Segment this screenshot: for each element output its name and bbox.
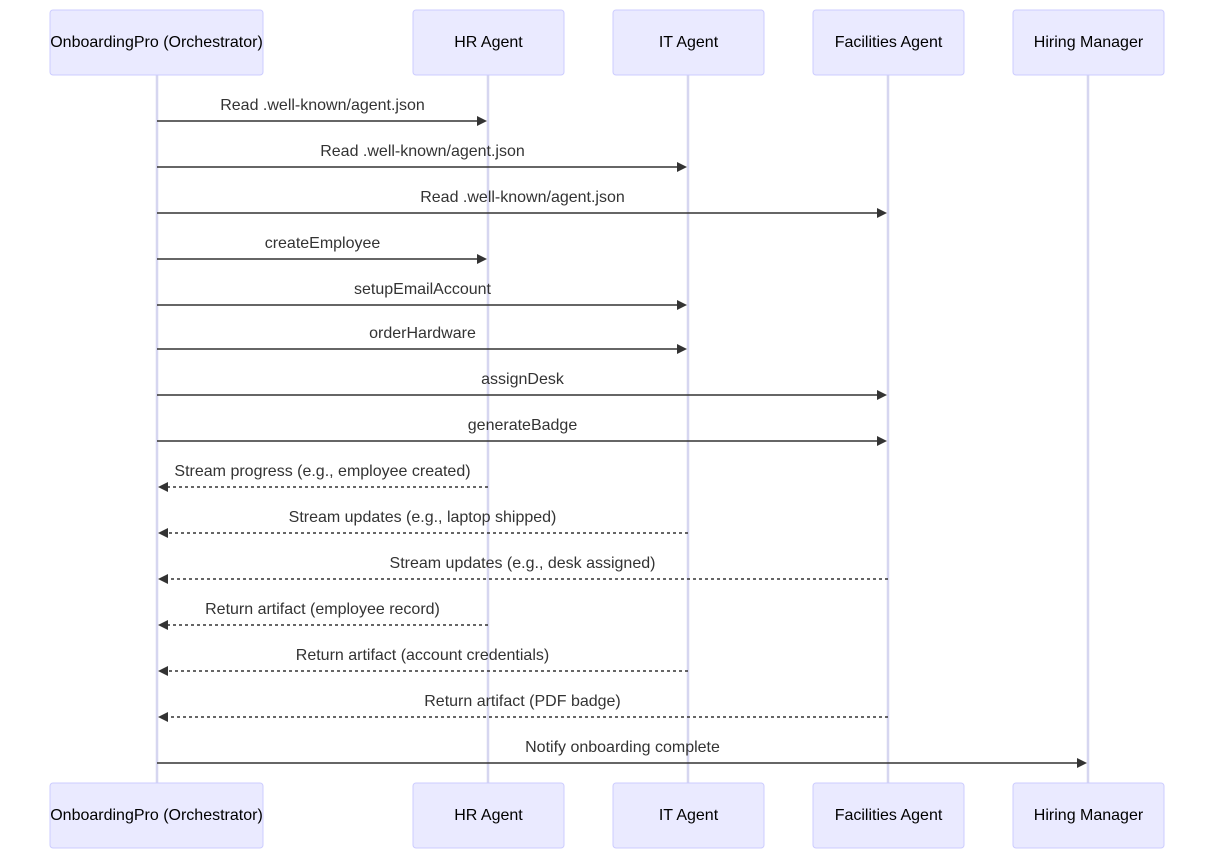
message-label: Stream updates (e.g., desk assigned) bbox=[390, 555, 656, 572]
message-7: assignDesk bbox=[157, 371, 887, 400]
message-label: assignDesk bbox=[481, 371, 565, 388]
message-label: Read .well-known/agent.json bbox=[220, 97, 425, 114]
message-5: setupEmailAccount bbox=[157, 281, 687, 310]
message-label: Return artifact (employee record) bbox=[205, 601, 440, 618]
arrowhead-icon bbox=[677, 162, 687, 172]
actor-label: IT Agent bbox=[659, 807, 719, 824]
message-label: generateBadge bbox=[468, 417, 578, 434]
actor-box bbox=[1012, 9, 1165, 76]
actor-mgr-bottom: Hiring Manager bbox=[1012, 782, 1165, 849]
actor-label: OnboardingPro (Orchestrator) bbox=[50, 34, 263, 51]
actor-box bbox=[612, 782, 765, 849]
arrowhead-icon bbox=[158, 620, 168, 630]
arrowhead-icon bbox=[158, 482, 168, 492]
arrowhead-icon bbox=[877, 436, 887, 446]
message-15: Notify onboarding complete bbox=[157, 739, 1087, 768]
message-9: Stream progress (e.g., employee created) bbox=[158, 463, 488, 492]
actor-box bbox=[812, 782, 965, 849]
arrowhead-icon bbox=[877, 208, 887, 218]
message-4: createEmployee bbox=[157, 235, 487, 264]
arrowhead-icon bbox=[477, 254, 487, 264]
actor-label: Hiring Manager bbox=[1034, 807, 1144, 824]
actor-hr-bottom: HR Agent bbox=[412, 782, 565, 849]
actor-box bbox=[49, 9, 264, 76]
actor-box bbox=[612, 9, 765, 76]
message-label: Stream updates (e.g., laptop shipped) bbox=[289, 509, 557, 526]
message-label: Return artifact (account credentials) bbox=[296, 647, 549, 664]
actor-fac-bottom: Facilities Agent bbox=[812, 782, 965, 849]
message-label: setupEmailAccount bbox=[354, 281, 492, 298]
actor-label: OnboardingPro (Orchestrator) bbox=[50, 807, 263, 824]
actor-fac-top: Facilities Agent bbox=[812, 9, 965, 76]
actor-label: Facilities Agent bbox=[835, 807, 943, 824]
actor-box bbox=[412, 782, 565, 849]
message-label: orderHardware bbox=[369, 325, 476, 342]
arrowhead-icon bbox=[158, 528, 168, 538]
actor-box bbox=[49, 782, 264, 849]
message-label: createEmployee bbox=[265, 235, 381, 252]
message-label: Return artifact (PDF badge) bbox=[424, 693, 621, 710]
actor-label: Facilities Agent bbox=[835, 34, 943, 51]
arrowhead-icon bbox=[1077, 758, 1087, 768]
actor-orch-top: OnboardingPro (Orchestrator) bbox=[49, 9, 264, 76]
actor-mgr-top: Hiring Manager bbox=[1012, 9, 1165, 76]
message-label: Read .well-known/agent.json bbox=[320, 143, 525, 160]
message-12: Return artifact (employee record) bbox=[158, 601, 488, 630]
message-label: Notify onboarding complete bbox=[525, 739, 720, 756]
actor-it-top: IT Agent bbox=[612, 9, 765, 76]
actor-box bbox=[1012, 782, 1165, 849]
message-2: Read .well-known/agent.json bbox=[157, 143, 687, 172]
message-10: Stream updates (e.g., laptop shipped) bbox=[158, 509, 688, 538]
actor-label: HR Agent bbox=[454, 34, 523, 51]
arrowhead-icon bbox=[677, 300, 687, 310]
lifelines bbox=[155, 75, 1090, 783]
arrowhead-icon bbox=[877, 390, 887, 400]
actor-it-bottom: IT Agent bbox=[612, 782, 765, 849]
actor-hr-top: HR Agent bbox=[412, 9, 565, 76]
message-6: orderHardware bbox=[157, 325, 687, 354]
arrowhead-icon bbox=[477, 116, 487, 126]
actors-bottom: OnboardingPro (Orchestrator) HR Agent IT A… bbox=[49, 782, 1165, 849]
arrowhead-icon bbox=[158, 574, 168, 584]
actors-top: OnboardingPro (Orchestrator) HR Agent IT A… bbox=[49, 9, 1165, 76]
arrowhead-icon bbox=[677, 344, 687, 354]
message-8: generateBadge bbox=[157, 417, 887, 446]
message-13: Return artifact (account credentials) bbox=[158, 647, 688, 676]
actor-box bbox=[812, 9, 965, 76]
actor-label: Hiring Manager bbox=[1034, 34, 1144, 51]
actor-orch-bottom: OnboardingPro (Orchestrator) bbox=[49, 782, 264, 849]
message-14: Return artifact (PDF badge) bbox=[158, 693, 888, 722]
arrowhead-icon bbox=[158, 712, 168, 722]
actor-label: IT Agent bbox=[659, 34, 719, 51]
actor-label: HR Agent bbox=[454, 807, 523, 824]
message-label: Read .well-known/agent.json bbox=[420, 189, 625, 206]
message-label: Stream progress (e.g., employee created) bbox=[174, 463, 470, 480]
message-3: Read .well-known/agent.json bbox=[157, 189, 887, 218]
arrowhead-icon bbox=[158, 666, 168, 676]
message-11: Stream updates (e.g., desk assigned) bbox=[158, 555, 888, 584]
actor-box bbox=[412, 9, 565, 76]
message-1: Read .well-known/agent.json bbox=[157, 97, 487, 126]
